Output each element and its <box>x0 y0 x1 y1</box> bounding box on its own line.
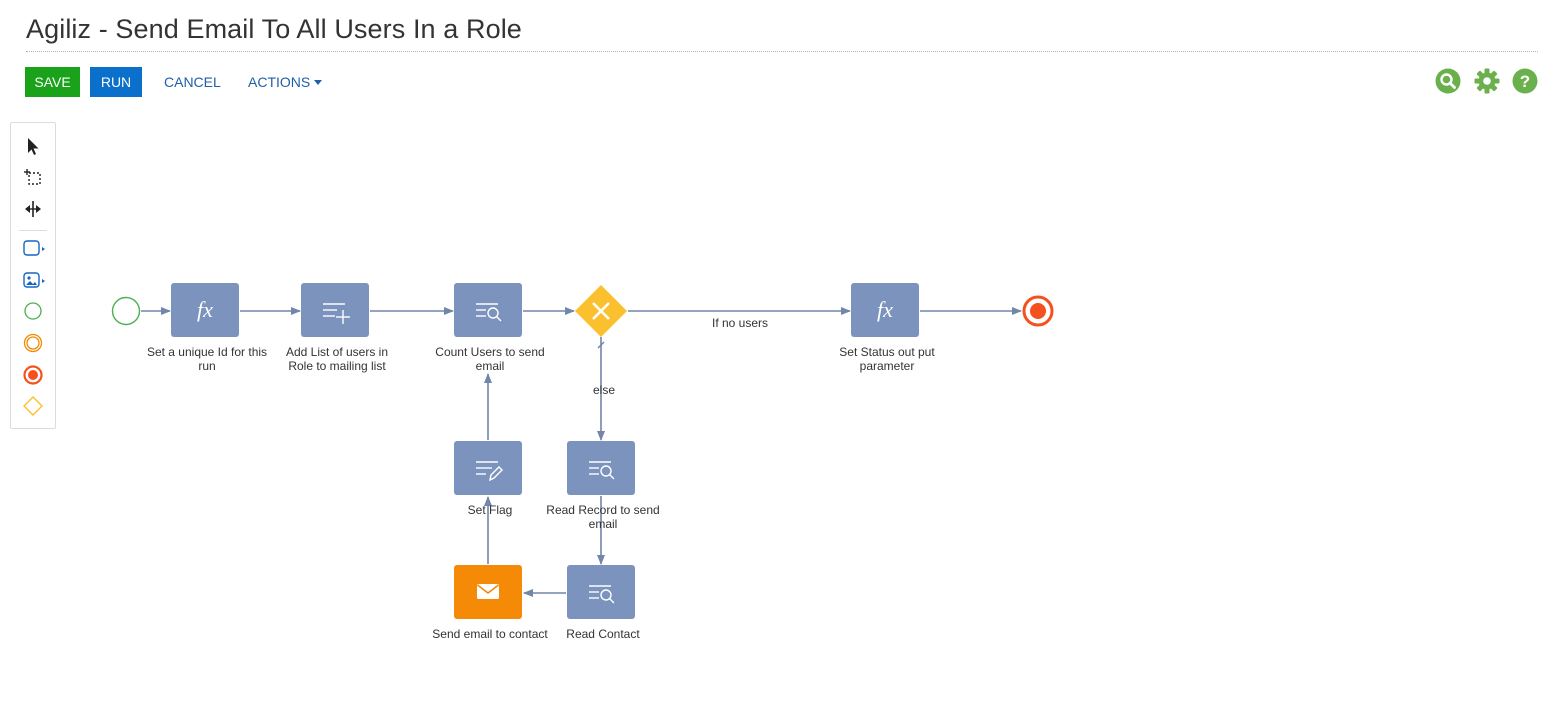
start-event[interactable] <box>111 296 141 326</box>
task-count-users[interactable] <box>454 283 522 337</box>
gateway-tool-icon[interactable] <box>21 395 45 417</box>
tool-palette <box>10 122 56 429</box>
read-data-icon <box>476 303 502 322</box>
edge-label-if-no-users: If no users <box>712 316 769 330</box>
add-to-list-icon <box>323 303 350 324</box>
actions-label: ACTIONS <box>248 74 311 90</box>
task-set-flag[interactable] <box>454 441 522 495</box>
intermediate-event-tool-icon[interactable] <box>21 332 45 354</box>
end-event-tool-icon[interactable] <box>21 364 45 386</box>
task-send-email[interactable] <box>454 565 522 619</box>
task-label-set-status: Set Status out put parameter <box>839 345 935 373</box>
task-label-send-email: Send email to contact <box>432 627 548 641</box>
task-label-read-contact: Read Contact <box>566 627 640 641</box>
palette-divider <box>19 230 47 231</box>
end-event[interactable] <box>1022 295 1054 327</box>
function-icon: fx <box>197 297 213 322</box>
gear-icon[interactable] <box>1474 68 1500 94</box>
cancel-link[interactable]: CANCEL <box>164 74 221 90</box>
task-read-contact[interactable] <box>567 565 635 619</box>
task-add-list[interactable] <box>301 283 369 337</box>
task-label-count-users: Count Users to send email <box>435 345 545 373</box>
actions-menu[interactable]: ACTIONS <box>248 74 323 90</box>
modify-data-icon <box>476 461 503 482</box>
chevron-down-icon <box>314 80 323 85</box>
task-read-record[interactable] <box>567 441 635 495</box>
search-icon[interactable] <box>1435 68 1461 94</box>
svg-text:?: ? <box>1520 72 1530 91</box>
save-button[interactable]: SAVE <box>25 67 80 97</box>
task-tool-icon[interactable] <box>21 237 45 259</box>
read-data-icon <box>589 461 615 480</box>
start-event-tool-icon[interactable] <box>21 300 45 322</box>
envelope-icon <box>477 584 499 599</box>
task-label-set-flag: Set Flag <box>467 503 513 517</box>
run-button[interactable]: RUN <box>90 67 142 97</box>
help-icon[interactable]: ? <box>1512 68 1538 94</box>
exclusive-gateway[interactable] <box>574 284 628 338</box>
read-data-icon <box>589 585 615 604</box>
pointer-tool-icon[interactable] <box>21 135 45 157</box>
title-divider <box>26 51 1538 52</box>
task-label-add-list: Add List of users in Role to mailing lis… <box>285 345 389 373</box>
svg-text:fx: fx <box>197 297 213 322</box>
edge-label-else: else <box>593 383 616 397</box>
svg-text:fx: fx <box>877 297 893 322</box>
task-label-read-record: Read Record to send email <box>546 503 660 531</box>
task-set-status[interactable]: fx <box>851 283 919 337</box>
page-title: Agiliz - Send Email To All Users In a Ro… <box>26 14 522 44</box>
task-set-unique-id[interactable]: fx <box>171 283 239 337</box>
function-icon: fx <box>877 297 893 322</box>
space-tool-icon[interactable] <box>21 198 45 220</box>
task-label-set-unique-id: Set a unique Id for this run <box>146 345 268 373</box>
subprocess-tool-icon[interactable] <box>21 269 45 291</box>
lasso-tool-icon[interactable] <box>21 166 45 188</box>
default-flow-marker <box>597 341 605 349</box>
